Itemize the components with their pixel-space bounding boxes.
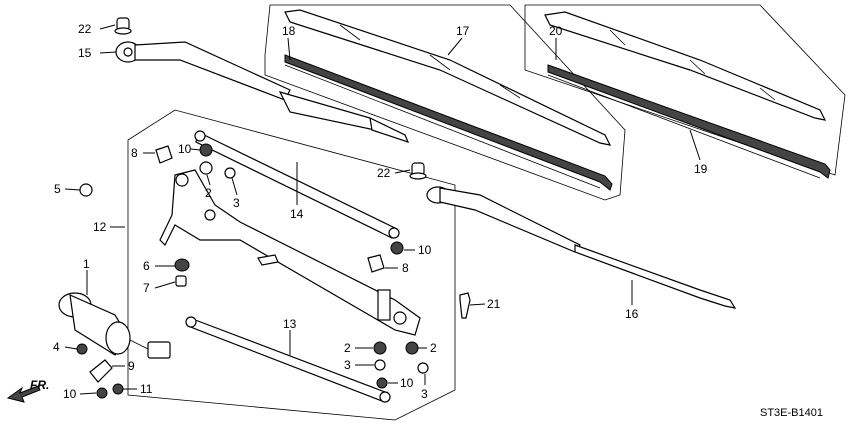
bushing-3-right [417, 362, 429, 374]
label-10-bottom: 10 [63, 387, 77, 401]
label-19: 19 [694, 162, 708, 176]
label-22-mid: 22 [377, 166, 391, 180]
label-20: 20 [549, 24, 563, 38]
bolt-4 [76, 343, 88, 355]
label-22-top: 22 [78, 22, 92, 36]
label-6: 6 [143, 259, 150, 273]
label-15: 15 [78, 46, 92, 60]
nut-10-top [199, 143, 213, 157]
cap-22-top [114, 17, 132, 35]
cap-22-mid [409, 162, 427, 180]
label-9: 9 [128, 359, 135, 373]
label-11: 11 [140, 382, 153, 396]
linkage-frame-12 [159, 169, 421, 336]
label-2-left: 2 [344, 341, 351, 355]
wiper-blade-left [284, 9, 613, 191]
label-5: 5 [54, 182, 61, 196]
label-2-right: 2 [430, 341, 437, 355]
label-18: 18 [282, 24, 296, 38]
nut-2-right [405, 341, 419, 355]
label-2-top: 2 [205, 186, 212, 200]
nut-6 [174, 258, 190, 272]
front-arrow-icon [6, 385, 41, 403]
rod-14-end-b [388, 227, 400, 239]
washer-5 [79, 183, 93, 197]
label-8-top: 8 [131, 146, 138, 160]
leader-lines [64, 24, 701, 395]
label-17: 17 [456, 24, 470, 38]
washer-2-top [199, 161, 213, 175]
label-7: 7 [143, 281, 150, 295]
rod-13-end-b [379, 391, 391, 403]
bracket-9 [89, 359, 113, 383]
label-14: 14 [290, 207, 304, 221]
label-16: 16 [625, 307, 639, 321]
linkage-box [127, 109, 456, 421]
bushing-3-top [224, 167, 236, 179]
label-3-left: 3 [344, 358, 351, 372]
bolt-21 [459, 292, 471, 319]
label-3-top: 3 [233, 196, 240, 210]
nut-10-low [376, 377, 388, 389]
nut-11 [112, 383, 124, 395]
blade-box-left [264, 4, 626, 201]
label-4: 4 [53, 340, 60, 354]
rod-13-end-a [185, 316, 197, 328]
label-12: 12 [93, 220, 107, 234]
diagram-code: ST3E-B1401 [760, 407, 823, 419]
wiper-arm-top [115, 41, 410, 143]
bolt-7 [175, 275, 187, 287]
label-13: 13 [283, 317, 297, 331]
label-8-mid: 8 [402, 261, 409, 275]
label-10-top: 10 [178, 142, 192, 156]
direction-label: FR. [30, 378, 49, 392]
grommet-8-mid [367, 254, 385, 273]
label-10-mid: 10 [418, 243, 432, 257]
wiper-blade-right [544, 11, 831, 179]
label-1: 1 [83, 257, 90, 271]
blade-box-right [524, 4, 846, 176]
label-10-low: 10 [400, 376, 414, 390]
wiper-arm-lower [426, 186, 737, 309]
label-3-right: 3 [421, 387, 428, 401]
nut-10-mid [390, 241, 404, 255]
grommet-8-top [155, 145, 173, 164]
nut-2-left [373, 341, 387, 355]
bushing-3-left [374, 359, 386, 371]
nut-10-bottom [96, 387, 108, 399]
label-21: 21 [487, 297, 501, 311]
rod-14-end-a [194, 130, 206, 142]
wiper-motor-1 [58, 292, 171, 359]
